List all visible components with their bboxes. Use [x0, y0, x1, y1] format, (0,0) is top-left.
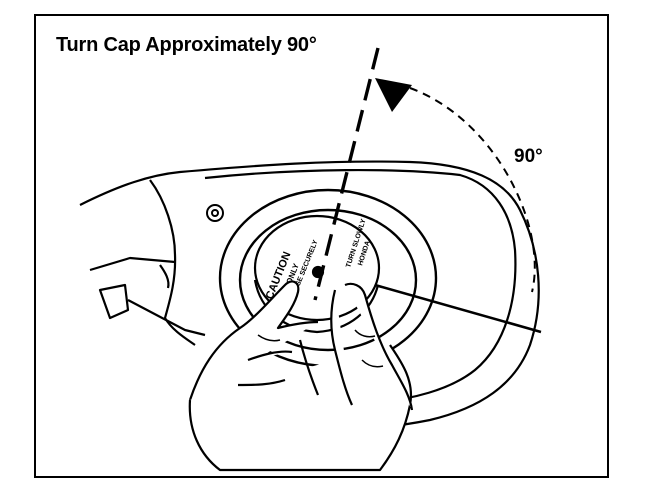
- hand-illustration: [188, 280, 414, 472]
- figure-title: Turn Cap Approximately 90°: [56, 34, 317, 56]
- reference-line: [374, 283, 542, 334]
- rotation-arrowhead-icon: [375, 78, 412, 112]
- screw-icon: [206, 204, 224, 222]
- rotation-arc: [409, 87, 536, 293]
- angle-label: 90°: [514, 146, 543, 167]
- cap-axis-dashed-line: [313, 47, 380, 301]
- fuel-door-body: [79, 160, 540, 432]
